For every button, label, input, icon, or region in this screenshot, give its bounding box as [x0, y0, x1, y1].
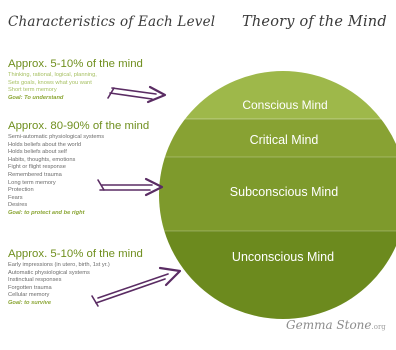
- unconscious-characteristics: Approx. 5-10% of the mind Early impressi…: [8, 248, 178, 308]
- arrow-icon: [97, 177, 164, 197]
- list-item: Fears: [8, 194, 23, 201]
- list-item: Early impressions (in utero, birth, 1st …: [8, 262, 110, 268]
- characteristics-list: Semi-automatic physiological systems Hol…: [8, 134, 178, 210]
- level-title: Approx. 5-10% of the mind: [8, 58, 143, 70]
- conscious-mind-label: Conscious Mind: [242, 98, 327, 112]
- list-item: Long term memory: [8, 179, 56, 186]
- list-item: Desires: [8, 202, 28, 209]
- conscious-characteristics: Approx. 5-10% of the mind Thinking, rati…: [8, 58, 178, 102]
- arrow-icon: [91, 266, 182, 307]
- signature-name: Gemma Stone: [286, 318, 372, 332]
- list-item: Sets goals, knows what you want: [8, 79, 92, 86]
- list-item: Short term memory: [8, 87, 57, 94]
- critical-layer: [159, 119, 396, 157]
- characteristics-list: Thinking, rational, logical, planning, S…: [8, 72, 178, 95]
- level-goal: Goal: To understand: [8, 94, 64, 101]
- subconscious-characteristics: Approx. 80-90% of the mind Semi-automati…: [8, 120, 178, 218]
- list-item: Remembered trauma: [8, 171, 62, 178]
- list-item: Thinking, rational, logical, planning,: [8, 72, 97, 78]
- right-heading: Theory of the Mind: [242, 14, 387, 30]
- list-item: Holds beliefs about the world: [8, 141, 82, 148]
- list-item: Cellular memory: [8, 292, 50, 299]
- subconscious-layer: [159, 157, 396, 231]
- list-item: Semi-automatic physiological systems: [8, 134, 105, 140]
- list-item: Holds beliefs about self: [8, 149, 67, 156]
- list-item: Fight or flight response: [8, 164, 66, 171]
- arrow-icon: [107, 85, 167, 104]
- level-title: Approx. 5-10% of the mind: [8, 248, 143, 260]
- level-goal: Goal: to protect and be right: [8, 209, 85, 216]
- left-heading: Characteristics of Each Level: [8, 14, 216, 30]
- characteristics-list: Early impressions (in utero, birth, 1st …: [8, 262, 178, 300]
- unconscious-layer: [159, 231, 396, 319]
- signature: Gemma Stone.org: [286, 318, 386, 332]
- list-item: Instinctual responses: [8, 277, 62, 284]
- list-item: Automatic physiological systems: [8, 269, 90, 276]
- level-goal: Goal: to survive: [8, 299, 51, 306]
- signature-suffix: .org: [371, 323, 386, 331]
- unconscious-mind-label: Unconscious Mind: [232, 250, 334, 264]
- subconscious-mind-label: Subconscious Mind: [230, 185, 338, 199]
- critical-mind-label: Critical Mind: [250, 133, 319, 147]
- list-item: Protection: [8, 187, 34, 194]
- level-title: Approx. 80-90% of the mind: [8, 120, 150, 132]
- list-item: Forgotten trauma: [8, 284, 52, 291]
- list-item: Habits, thoughts, emotions: [8, 156, 76, 163]
